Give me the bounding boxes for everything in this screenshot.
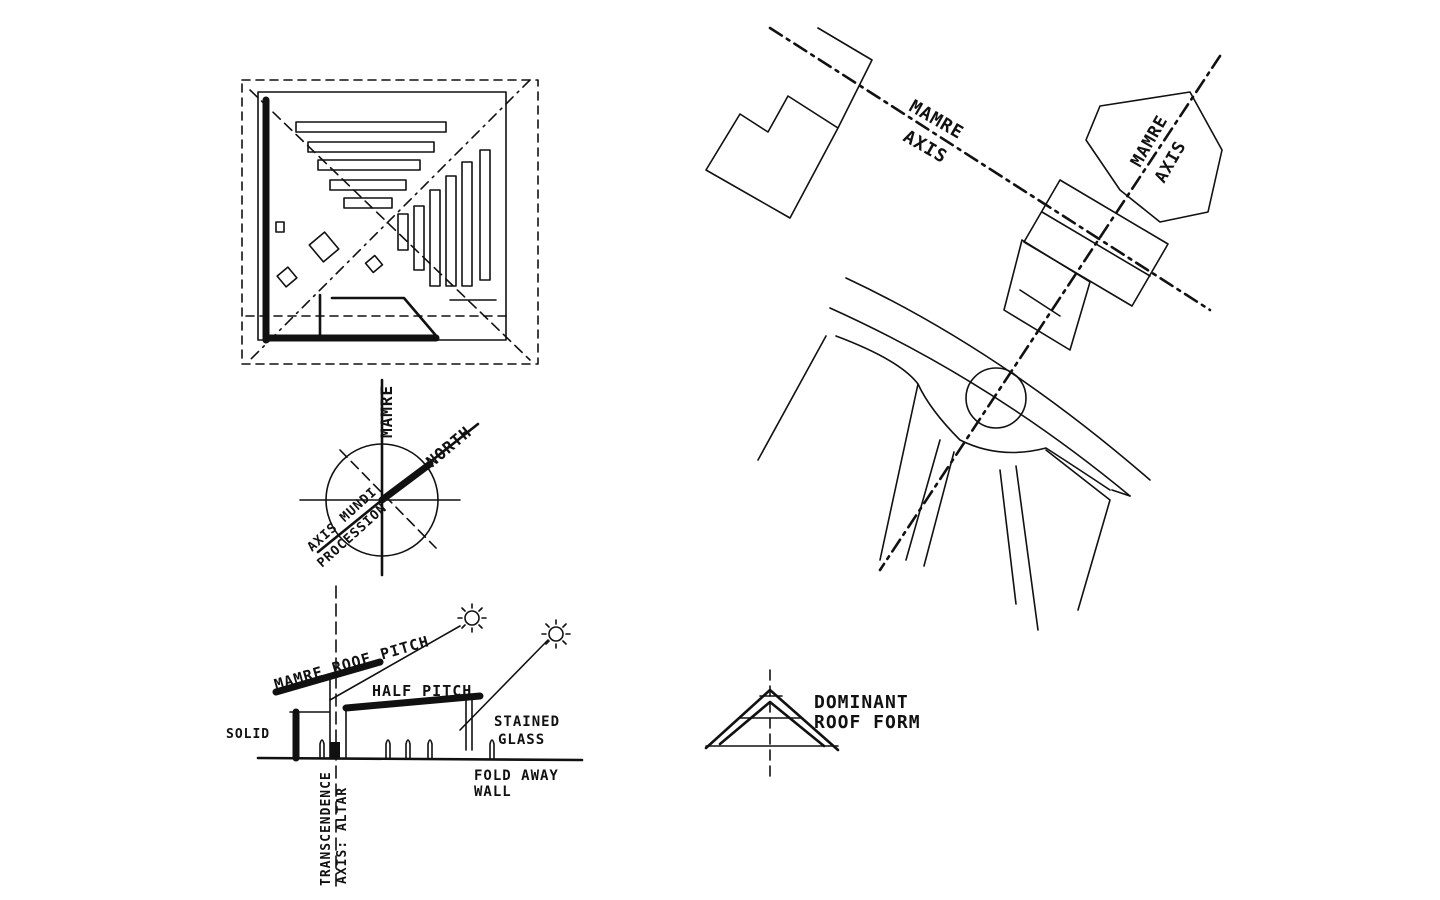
roof-form-sketch: DOMINANT ROOF FORM [704,669,921,781]
church-building [1023,179,1169,307]
road-edge-top [829,277,1151,497]
site-plan-sketch: MAMRE AXIS MAMRE AXIS [705,26,1223,631]
roundabout [965,367,1027,429]
sun-icon-2 [541,619,571,649]
section-sketch: MAMRE ROOF PITCH HALF PITCH SOLID STAINE… [226,585,584,891]
section-half-pitch-roof [342,692,484,712]
compass-diagram: MAMRE NORTH AXIS MUNDI PROCESSION [299,378,480,577]
section-mamre-roof [272,658,384,696]
section-columns [289,679,473,759]
mamre-axis-line [768,26,1212,312]
sun-ray-1 [329,625,461,701]
plan-font-element [275,221,384,288]
label-dominant: DOMINANT [814,692,909,713]
label-solid: SOLID [226,727,270,742]
section-altar [330,742,340,758]
label-glass: GLASS [498,732,545,748]
section-figures [319,739,495,759]
label-transcendence: TRANSCENDENCE [319,771,334,886]
plan-diagonal-1 [249,89,531,361]
section-ground-line [256,756,584,762]
road-curve [757,335,1111,491]
floor-plan-sketch [241,79,539,365]
sun-icon-1 [457,603,487,633]
plan-pews [295,121,497,301]
label-axis-altar: AXIS: ALTAR [335,787,350,884]
building-upper-right [1085,91,1223,223]
procession-axis-line [878,54,1222,572]
compass-procession-line [316,498,384,554]
label-roof-form: ROOF FORM [814,712,921,733]
roof-form-ties [739,695,801,719]
label-stained: STAINED [494,714,560,730]
sun-ray-2 [459,639,549,731]
road-right-branch [999,449,1131,631]
label-compass-north: NORTH [422,422,475,471]
label-fold-away: FOLD AWAY [474,768,559,784]
label-compass-mamre: MAMRE [377,385,396,438]
label-wall: WALL [474,784,512,800]
label-half-pitch: HALF PITCH [372,682,472,700]
building-upper-left [705,27,873,219]
church-annex [1003,239,1091,351]
plan-diagonal-2 [249,79,531,361]
compass-north-line [380,422,480,502]
plan-outer-dashed-square [241,79,539,365]
road-left-branch [879,383,955,567]
